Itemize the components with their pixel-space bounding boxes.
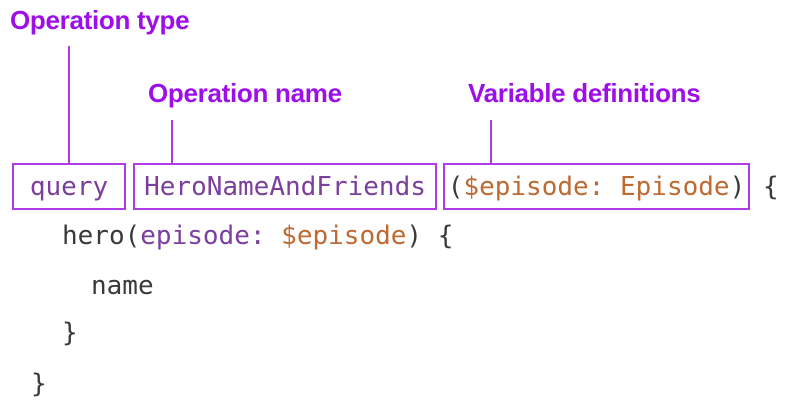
operation-type-label: Operation type <box>10 5 190 35</box>
code-line-hero: hero(episode: $episode) { <box>62 221 453 251</box>
argument-space <box>266 221 282 251</box>
variable-open-paren: ( <box>447 171 464 202</box>
query-open-brace: { <box>763 172 779 202</box>
variable-type: Episode <box>619 171 730 202</box>
code-line-name-field: name <box>91 271 154 301</box>
hero-close-brace: } <box>62 318 78 348</box>
hero-close-paren-brace: ) { <box>406 221 454 251</box>
operation-type-connector-line <box>68 46 70 163</box>
operation-name-box: HeroNameAndFriends <box>133 163 437 210</box>
variable-space <box>604 172 620 202</box>
operation-name-connector-line <box>171 120 173 163</box>
argument-name: episode: <box>140 221 266 251</box>
operation-type-keyword: query <box>29 171 109 202</box>
variable-definitions-box: ($episode: Episode) <box>443 163 750 210</box>
variable-name: $episode: <box>463 171 605 202</box>
variable-definitions-connector-line <box>490 120 492 163</box>
operation-type-box: query <box>12 163 126 210</box>
query-close-brace: } <box>31 369 47 399</box>
operation-name-label: Operation name <box>148 78 342 108</box>
operation-name-text: HeroNameAndFriends <box>144 171 426 202</box>
argument-variable: $episode <box>281 221 407 251</box>
variable-definitions-label: Variable definitions <box>468 78 701 108</box>
hero-field-and-paren: hero( <box>62 221 141 251</box>
variable-close-paren: ) <box>729 171 746 202</box>
